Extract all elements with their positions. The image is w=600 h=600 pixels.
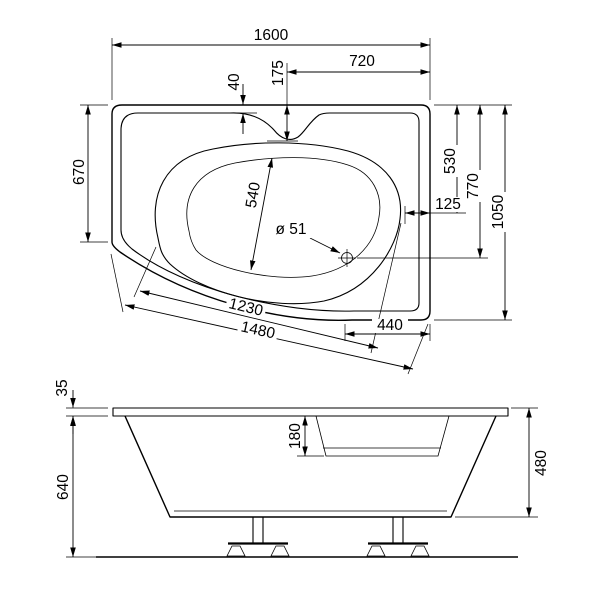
dim-total-length-group: 1600 (111, 27, 431, 100)
dim-shell-height-label: 480 (533, 450, 550, 476)
dim-step-depth-label: 180 (287, 423, 304, 449)
dim-rim-width-group: 40 (226, 70, 257, 134)
dim-basin-width-label: 540 (243, 181, 264, 210)
tub-inner-rim-outline (120, 112, 420, 312)
dim-rim-thickness-label: 35 (54, 379, 71, 396)
dim-basin-edge-offset-group: 125 (404, 196, 466, 224)
support-leg-left (226, 517, 290, 557)
basin-floor-outline (186, 157, 381, 278)
dim-left-width-group: 670 (71, 104, 108, 243)
dim-rim-thickness-group: 35 (54, 376, 108, 434)
dim-drain-diameter-group: ø 51 (269, 221, 341, 254)
dim-total-width-label: 1050 (490, 194, 507, 229)
inner-step-profile (315, 415, 450, 457)
dim-right-upper-group: 530 (442, 105, 460, 213)
dim-bottom-segment-group: 440 (344, 317, 431, 341)
dim-top-segment-group: 720 (286, 53, 430, 105)
dim-total-width-group: 1050 (490, 105, 508, 320)
dim-left-width-label: 670 (71, 159, 88, 185)
dim-overall-height-group: 640 (55, 416, 96, 558)
dim-basin-edge-offset-label: 125 (435, 196, 461, 213)
dim-rim-inset-label: 175 (270, 60, 287, 86)
dim-right-mid-group: 770 (465, 105, 483, 258)
dim-shell-height-group: 480 (455, 407, 550, 518)
dim-drain-diameter-label: ø 51 (275, 221, 306, 238)
right-extension-lines (357, 104, 512, 321)
dim-step-depth-group: 180 (287, 416, 324, 457)
drain (338, 249, 356, 267)
dim-total-length-label: 1600 (254, 27, 289, 44)
dim-rim-inset-group: 175 (267, 58, 298, 142)
dim-right-mid-label: 770 (465, 173, 482, 199)
side-view: 35 640 180 (54, 376, 550, 558)
dim-basin-length-label: 1230 (227, 295, 265, 320)
dim-bottom-segment-label: 440 (377, 317, 403, 334)
tub-outer-outline (111, 104, 431, 321)
basin-upper-outline (154, 142, 402, 305)
dim-top-segment-label: 720 (349, 53, 375, 70)
dim-overall-height-label: 640 (55, 474, 72, 500)
top-view: 1600 720 175 40 (71, 27, 512, 375)
shell-profile (124, 415, 497, 518)
rim-profile (112, 407, 509, 417)
dim-rim-width-label: 40 (226, 73, 243, 91)
dim-right-upper-label: 530 (442, 148, 459, 174)
dim-basin-width-group: 540 (242, 157, 274, 271)
support-leg-right (366, 517, 430, 557)
